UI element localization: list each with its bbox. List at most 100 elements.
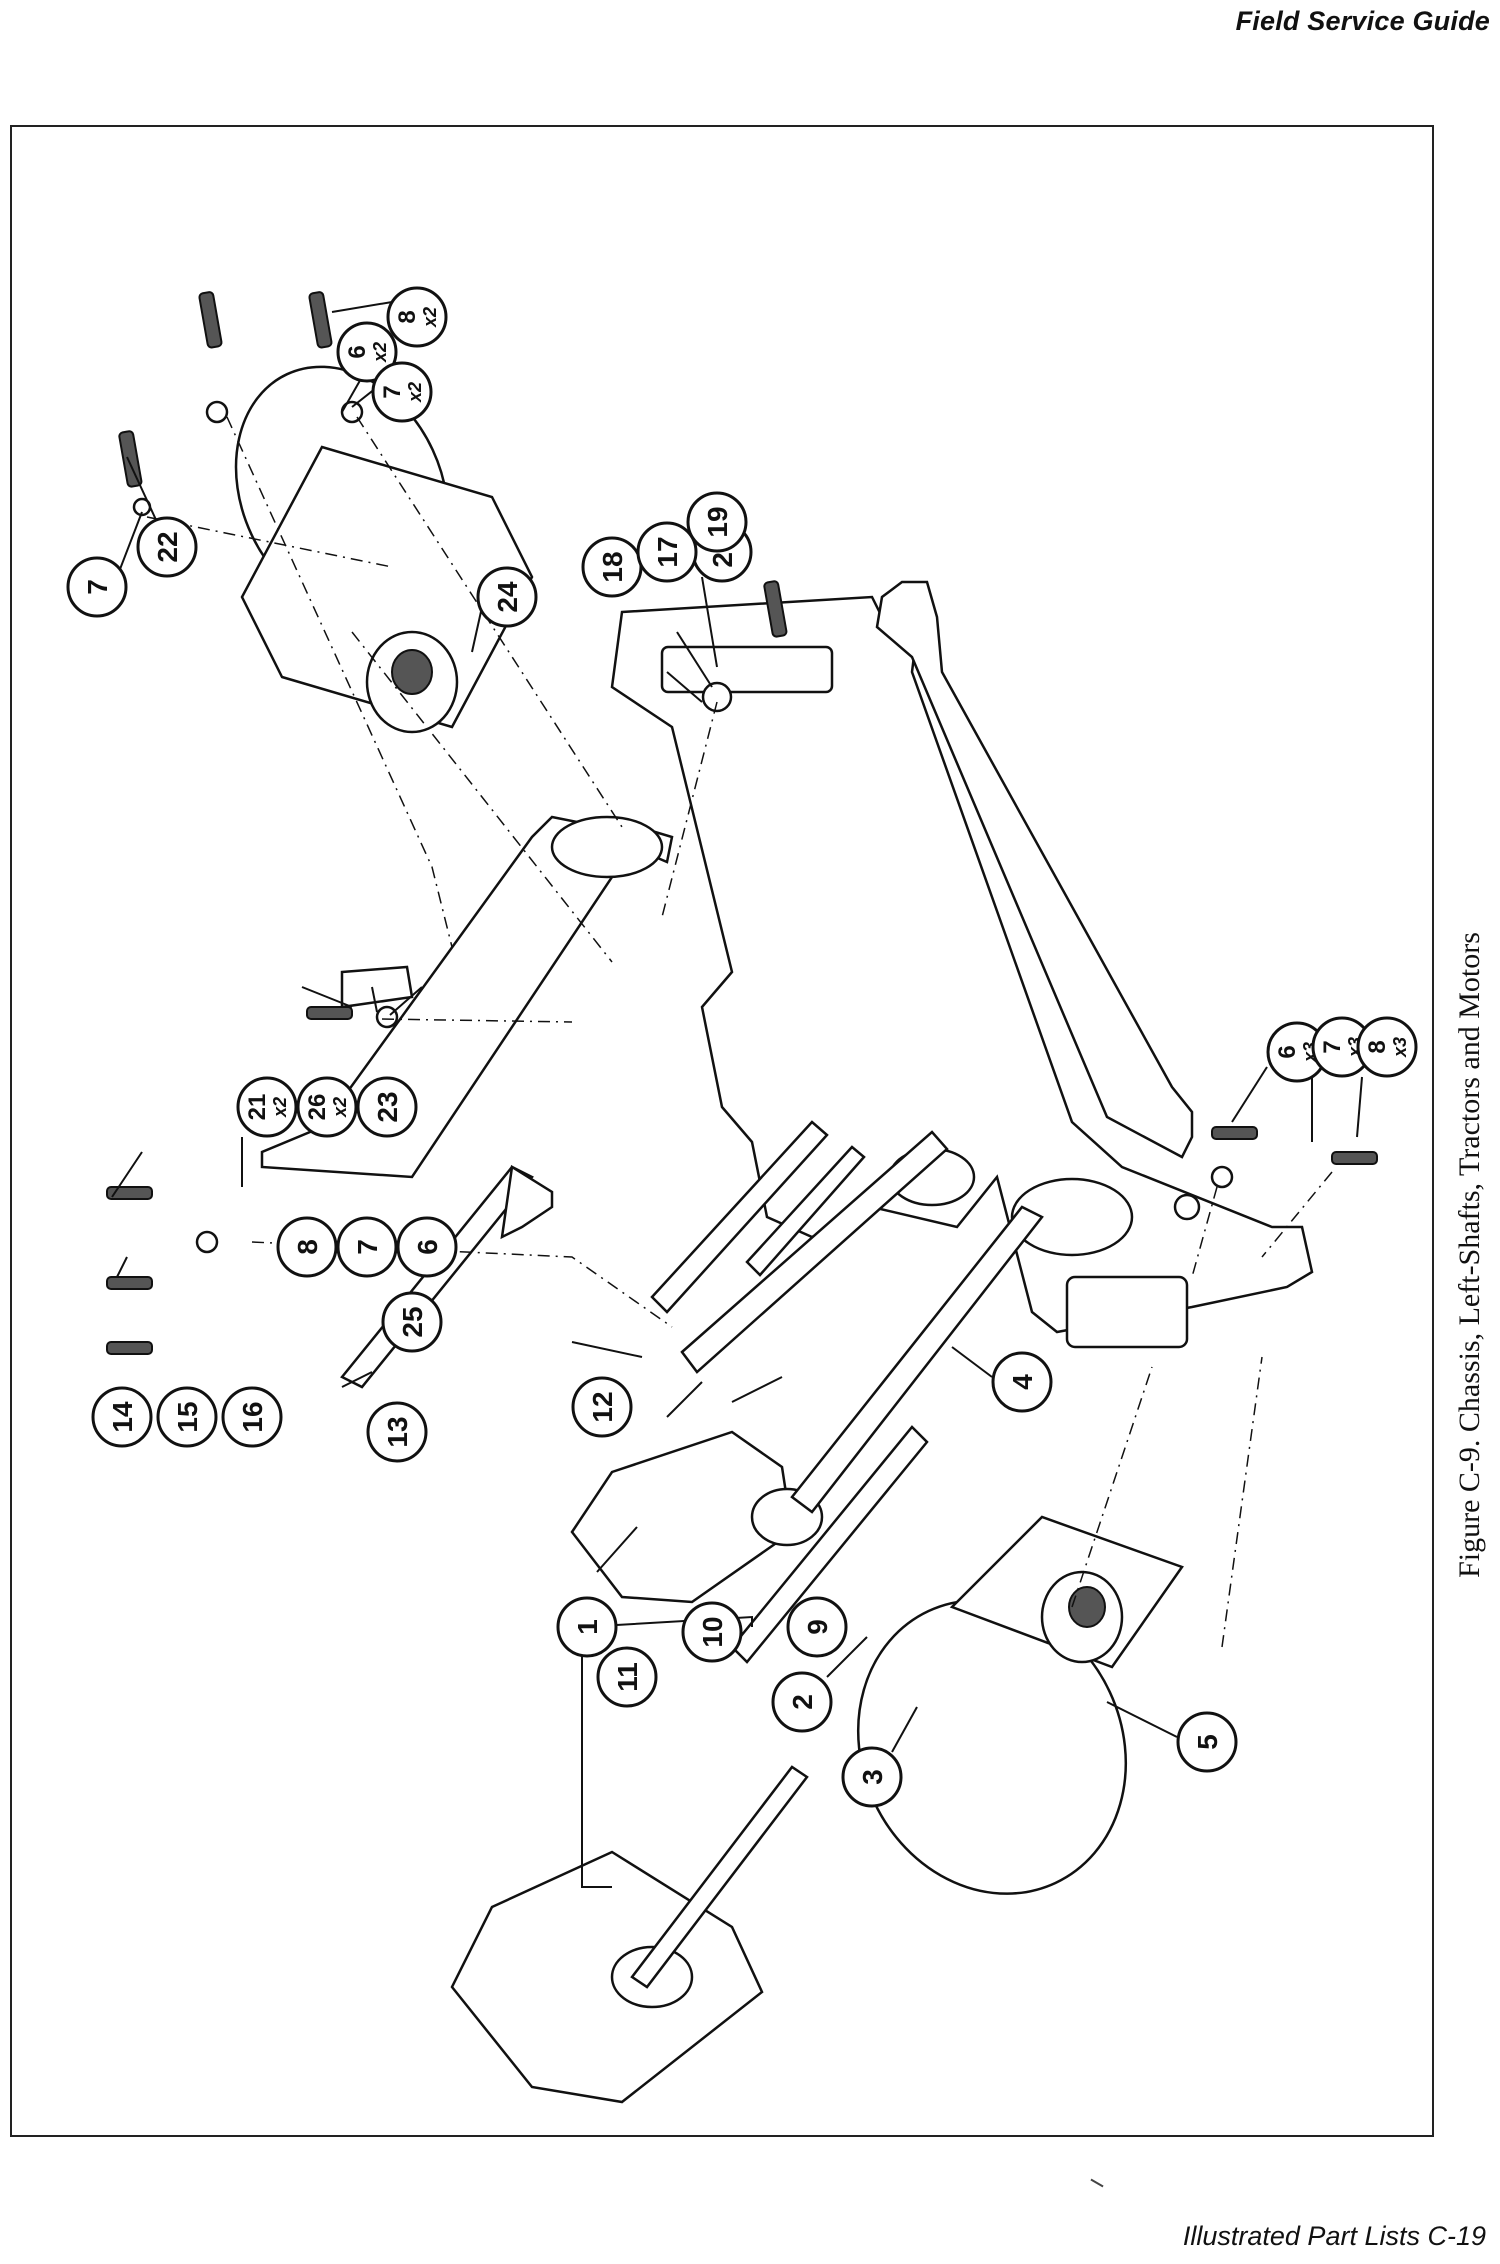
stray-mark: [1090, 2178, 1104, 2188]
callout-circle: [221, 1386, 283, 1448]
callout-12: 12: [571, 1376, 633, 1438]
callout-8: 8: [276, 1216, 338, 1278]
callout-circle: [91, 1386, 153, 1448]
callout-number: 18: [597, 551, 628, 582]
callout-number: 6: [1274, 1045, 1301, 1058]
callout-circle: [136, 516, 198, 578]
callout-circle: [1176, 1711, 1238, 1773]
callout-circle: [681, 1601, 743, 1663]
page-header-title: Field Service Guide: [1235, 6, 1490, 36]
callout-number: 14: [107, 1401, 138, 1433]
callout-number: 6: [344, 345, 371, 358]
callout-7: 7: [66, 556, 128, 618]
right-frame-rail: [875, 580, 1194, 1159]
callout-number: 25: [397, 1306, 428, 1337]
tractor-assemblies: [450, 1430, 824, 2104]
figure-frame: 123456x27x28x2722242019181787621x226x223…: [10, 125, 1434, 2137]
callout-circle: [686, 491, 748, 553]
callout-9: 9: [786, 1596, 848, 1658]
callout-14: 14: [91, 1386, 153, 1448]
callout-7: 7: [336, 1216, 398, 1278]
callout-19: 19: [686, 491, 748, 553]
callout-number: 7: [352, 1239, 383, 1255]
callout-number: 7: [379, 385, 406, 398]
callout-circle: [771, 1671, 833, 1733]
callout-circle: [381, 1291, 443, 1353]
callout-6: 6: [396, 1216, 458, 1278]
callout-circle: [786, 1596, 848, 1658]
callout-quantity: x2: [330, 1097, 350, 1118]
callout-circle: [366, 1401, 428, 1463]
page-footer: Illustrated Part Lists C-19: [1182, 2221, 1486, 2251]
callout-17: 17: [636, 521, 698, 583]
callout-quantity: x2: [405, 382, 425, 403]
callout-2: 2: [771, 1671, 833, 1733]
callout-15: 15: [156, 1386, 218, 1448]
callout-13: 13: [366, 1401, 428, 1463]
callout-number: 13: [382, 1416, 413, 1447]
callout-16: 16: [221, 1386, 283, 1448]
exploded-parts-diagram: 123456x27x28x2722242019181787621x226x223…: [66, 286, 1418, 2104]
callout-number: 5: [1192, 1734, 1223, 1750]
callout-number: 8: [292, 1239, 323, 1255]
callout-number: 26: [304, 1094, 331, 1121]
callout-3: 3: [841, 1746, 903, 1808]
callout-circle: [296, 1076, 358, 1138]
callout-circle: [156, 1386, 218, 1448]
callout-quantity: x2: [370, 342, 390, 363]
callout-quantity: x2: [420, 307, 440, 328]
callout-number: 10: [697, 1616, 728, 1647]
callout-number: 22: [152, 531, 183, 562]
callout-circle: [66, 556, 128, 618]
callout-number: 11: [612, 1662, 643, 1692]
callout-circle: [596, 1646, 658, 1708]
callout-number: 15: [172, 1401, 203, 1432]
left-bracket: [340, 1164, 554, 1389]
callout-quantity: x2: [270, 1097, 290, 1118]
callout-23: 23: [356, 1076, 418, 1138]
callout-circle: [236, 1076, 298, 1138]
callout-number: 6: [412, 1239, 443, 1255]
callout-10: 10: [681, 1601, 743, 1663]
callout-circle: [336, 1216, 398, 1278]
callout-number: 19: [702, 506, 733, 537]
figure-caption-area: Figure C-9. Chassis, Left-Shafts, Tracto…: [1442, 125, 1498, 2137]
callout-24: 24: [476, 566, 538, 628]
callout-number: 23: [372, 1091, 403, 1122]
callout-25: 25: [381, 1291, 443, 1353]
callout-quantity: x3: [1390, 1037, 1410, 1058]
callout-circle: [571, 1376, 633, 1438]
callout-circle: [841, 1746, 903, 1808]
callout-labels: 123456x27x28x2722242019181787621x226x223…: [66, 286, 1418, 1808]
callout-circle: [386, 286, 448, 348]
lower-stepper-motor: [856, 1515, 1184, 1895]
callout-circle: [556, 1596, 618, 1658]
callout-4: 4: [991, 1351, 1053, 1413]
callout-circle: [371, 361, 433, 423]
callout-circle: [636, 521, 698, 583]
callout-number: 17: [652, 536, 683, 567]
callout-number: 1: [572, 1619, 603, 1635]
callout-circle: [991, 1351, 1053, 1413]
callout-number: 7: [1319, 1040, 1346, 1053]
callout-leader-lines: [111, 301, 1363, 1888]
callout-number: 24: [492, 581, 523, 613]
upper-stepper-motor: [234, 365, 534, 734]
callout-22: 22: [136, 516, 198, 578]
callout-11: 11: [596, 1646, 658, 1708]
callout-number: 16: [237, 1401, 268, 1432]
callout-circle: [356, 1076, 418, 1138]
shafts: [340, 965, 1044, 1989]
callout-circle: [396, 1216, 458, 1278]
screws-and-washers: [106, 291, 1378, 1355]
callout-number: 4: [1007, 1374, 1038, 1390]
callout-number: 21: [244, 1094, 271, 1121]
callout-circle: [276, 1216, 338, 1278]
callout-number: 7: [82, 579, 113, 595]
